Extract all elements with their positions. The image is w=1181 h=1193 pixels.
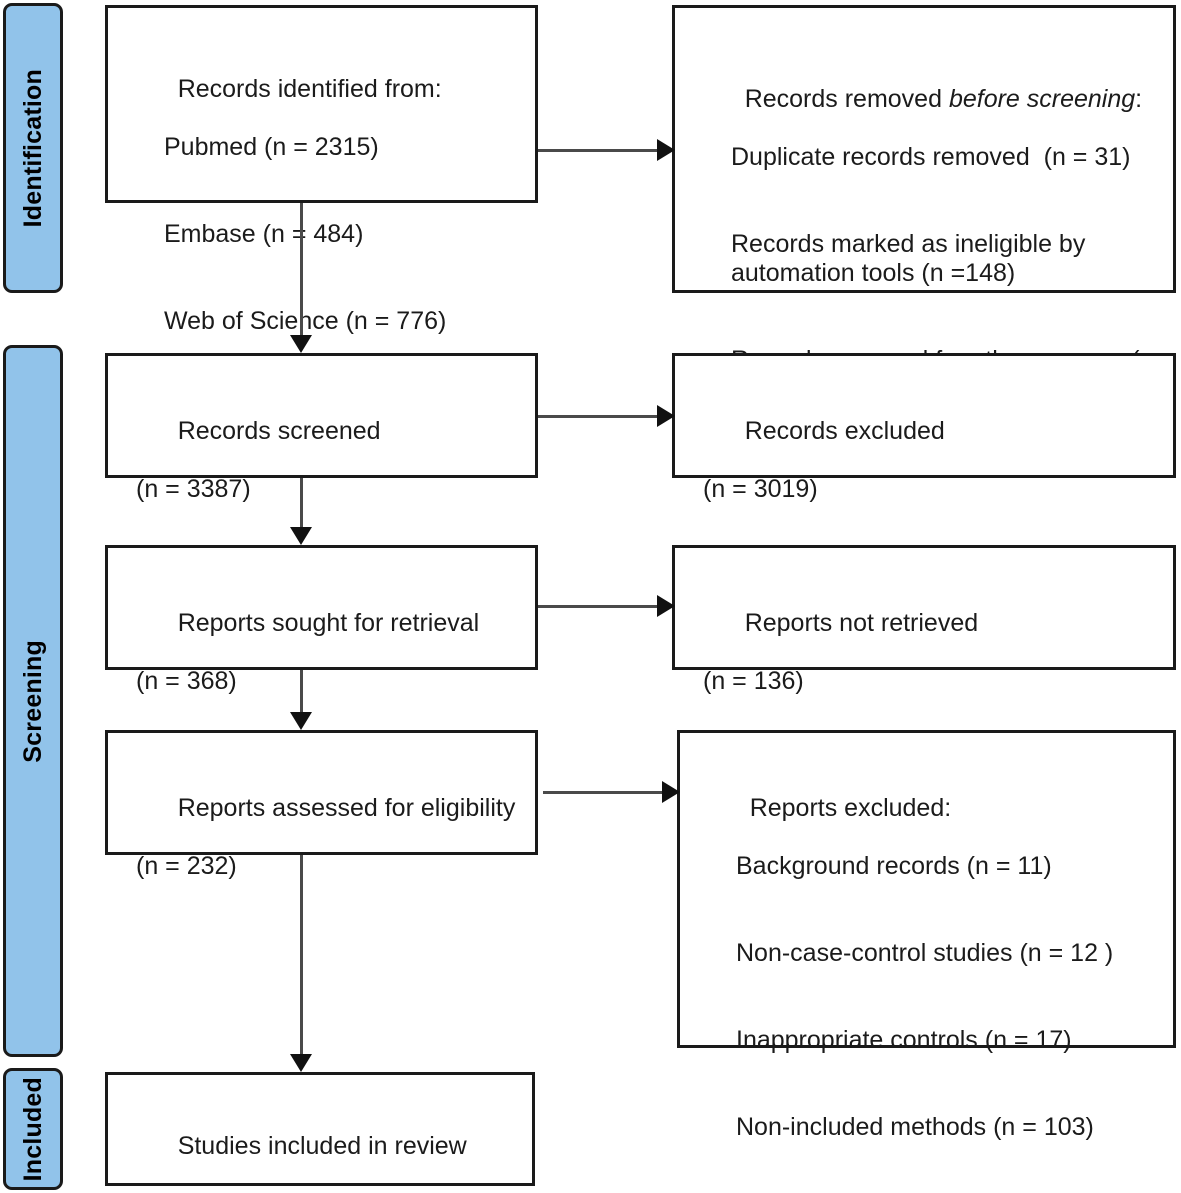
box-studies-included: Studies included in review (n = 59) bbox=[105, 1072, 535, 1193]
records-removed-item-duplicates: Duplicate records removed (n = 31) bbox=[731, 143, 1131, 171]
reports-excluded-reason-background: Background records (n = 11) bbox=[736, 852, 1052, 880]
reports-not-retrieved-text: Reports not retrieved (n = 136) bbox=[703, 580, 1165, 754]
reports-excluded-reason-non-case-control: Non-case-control studies (n = 12 ) bbox=[736, 939, 1114, 967]
stage-label-identification: Identification bbox=[18, 68, 47, 228]
arrow-head bbox=[657, 405, 675, 427]
stage-bar-screening: Screening bbox=[3, 345, 63, 1057]
reports-assessed-label: Reports assessed for eligibility bbox=[177, 794, 516, 822]
records-identified-text: Records identified from: Pubmed (n = 231… bbox=[136, 46, 527, 394]
reports-sought-label: Reports sought for retrieval bbox=[177, 609, 480, 637]
arrow-head bbox=[290, 527, 312, 545]
reports-excluded-reason-non-included-methods: Non-included methods (n = 103) bbox=[736, 1113, 1094, 1141]
studies-included-label: Studies included in review bbox=[177, 1132, 467, 1160]
reports-excluded-reason-inappropriate-controls: Inappropriate controls (n = 17) bbox=[736, 1026, 1072, 1054]
arrow-head bbox=[290, 1054, 312, 1072]
arrow-head bbox=[657, 595, 675, 617]
arrow-assessed-to-studies-included bbox=[290, 855, 312, 1072]
records-screened-text: Records screened (n = 3387) bbox=[136, 388, 527, 562]
arrow-head bbox=[290, 712, 312, 730]
records-identified-item-wos: Web of Science (n = 776) bbox=[164, 307, 447, 335]
stage-bar-included: Included bbox=[3, 1068, 63, 1190]
records-excluded-label: Records excluded bbox=[744, 417, 945, 445]
arrow-identified-to-removed bbox=[538, 136, 675, 164]
stage-bar-identification: Identification bbox=[3, 3, 63, 293]
records-removed-heading: Records removed before screening: bbox=[745, 85, 1142, 113]
arrow-shaft bbox=[538, 604, 660, 608]
arrow-assessed-to-reports-excluded bbox=[543, 778, 680, 806]
reports-sought-count: (n = 368) bbox=[136, 667, 237, 695]
arrow-shaft bbox=[299, 478, 303, 529]
box-reports-assessed: Reports assessed for eligibility (n = 23… bbox=[105, 730, 538, 880]
reports-excluded-text: Reports excluded: Background records (n … bbox=[708, 765, 1165, 1193]
records-excluded-count: (n = 3019) bbox=[703, 475, 818, 503]
box-reports-not-retrieved: Reports not retrieved (n = 136) bbox=[672, 545, 1176, 695]
records-identified-item-embase: Embase (n = 484) bbox=[164, 220, 364, 248]
box-records-removed: Records removed before screening: Duplic… bbox=[672, 5, 1176, 403]
records-removed-heading-plain: Records removed bbox=[744, 85, 949, 113]
arrow-screened-to-sought bbox=[290, 478, 312, 545]
stage-label-screening: Screening bbox=[18, 639, 47, 763]
arrow-shaft bbox=[538, 148, 660, 152]
arrow-head bbox=[657, 139, 675, 161]
studies-included-count: (n = 59) bbox=[136, 1190, 524, 1193]
records-screened-label: Records screened bbox=[177, 417, 381, 445]
records-identified-heading: Records identified from: bbox=[177, 75, 442, 103]
arrow-identified-to-screened bbox=[290, 203, 312, 353]
reports-assessed-count: (n = 232) bbox=[136, 852, 237, 880]
arrow-sought-to-not-retrieved bbox=[538, 592, 675, 620]
arrow-screened-to-excluded bbox=[538, 402, 675, 430]
records-identified-item-pubmed: Pubmed (n = 2315) bbox=[164, 133, 379, 161]
reports-not-retrieved-count: (n = 136) bbox=[703, 667, 804, 695]
reports-sought-text: Reports sought for retrieval (n = 368) bbox=[136, 580, 527, 754]
records-screened-count: (n = 3387) bbox=[136, 475, 251, 503]
records-removed-text: Records removed before screening: Duplic… bbox=[703, 56, 1165, 462]
box-reports-excluded: Reports excluded: Background records (n … bbox=[677, 730, 1176, 1141]
arrow-shaft bbox=[299, 670, 303, 714]
arrow-shaft bbox=[299, 855, 303, 1056]
box-records-screened: Records screened (n = 3387) bbox=[105, 353, 538, 503]
arrow-head bbox=[662, 781, 680, 803]
reports-assessed-text: Reports assessed for eligibility (n = 23… bbox=[136, 765, 527, 939]
box-records-identified: Records identified from: Pubmed (n = 231… bbox=[105, 5, 538, 335]
box-reports-sought: Reports sought for retrieval (n = 368) bbox=[105, 545, 538, 695]
arrow-shaft bbox=[299, 203, 303, 337]
stage-label-included: Included bbox=[18, 1076, 47, 1182]
records-excluded-text: Records excluded (n = 3019) bbox=[703, 388, 1165, 562]
arrow-sought-to-assessed bbox=[290, 670, 312, 730]
records-removed-heading-tail: : bbox=[1135, 85, 1143, 113]
reports-excluded-heading: Reports excluded: bbox=[749, 794, 952, 822]
records-removed-heading-italic: before screening bbox=[948, 85, 1136, 113]
box-records-excluded: Records excluded (n = 3019) bbox=[672, 353, 1176, 503]
reports-not-retrieved-label: Reports not retrieved bbox=[744, 609, 979, 637]
arrow-shaft bbox=[538, 414, 660, 418]
studies-included-text: Studies included in review (n = 59) bbox=[136, 1103, 524, 1193]
arrow-head bbox=[290, 335, 312, 353]
records-removed-item-automation: Records marked as ineligible by automati… bbox=[731, 230, 1093, 287]
arrow-shaft bbox=[543, 790, 665, 794]
